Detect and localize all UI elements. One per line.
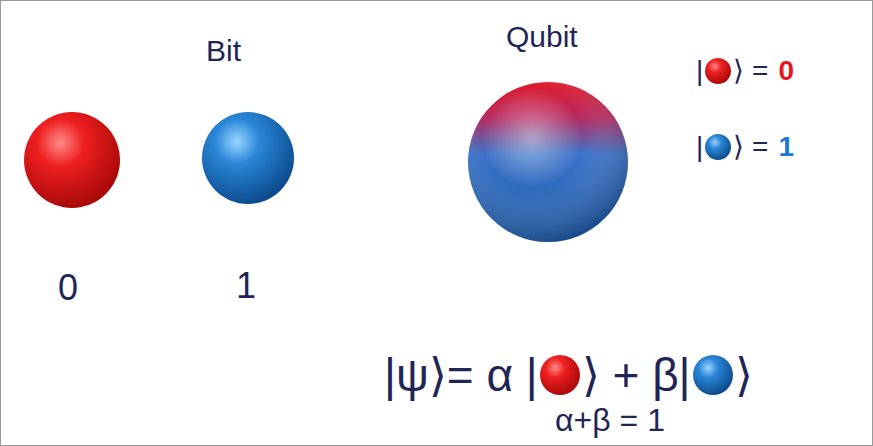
blue-ball [202,112,294,204]
normalization-equation: α+β = 1 [480,404,740,436]
bit-heading: Bit [206,36,241,66]
basis-value: 0 [778,57,794,85]
state-equation: |ψ⟩= α | ⟩ + β| ⟩ [384,352,753,398]
basis-value: 1 [778,133,794,161]
red-ball-icon [703,56,733,86]
qubit-shading [468,82,628,242]
basis-row: | ⟩ = 0 [696,56,794,86]
red-ball [24,112,120,208]
qubit-heading: Qubit [506,22,578,52]
ket-bracket: ⟩ = [733,133,768,161]
equation-part: ⟩ [735,352,753,398]
ket-bracket: | [696,57,703,85]
ket-bracket: ⟩ = [733,57,768,85]
bit-value: 1 [236,268,256,304]
basis-row: | ⟩ = 1 [696,132,794,162]
blue-ball-icon [691,353,735,397]
red-ball-icon [538,353,582,397]
ket-bracket: | [696,133,703,161]
qubit-sphere [468,82,628,242]
bit-value: 0 [58,270,78,306]
blue-ball-icon [703,132,733,162]
equation-part: |ψ⟩= α | [384,352,538,398]
equation-part: ⟩ + β| [582,352,691,398]
